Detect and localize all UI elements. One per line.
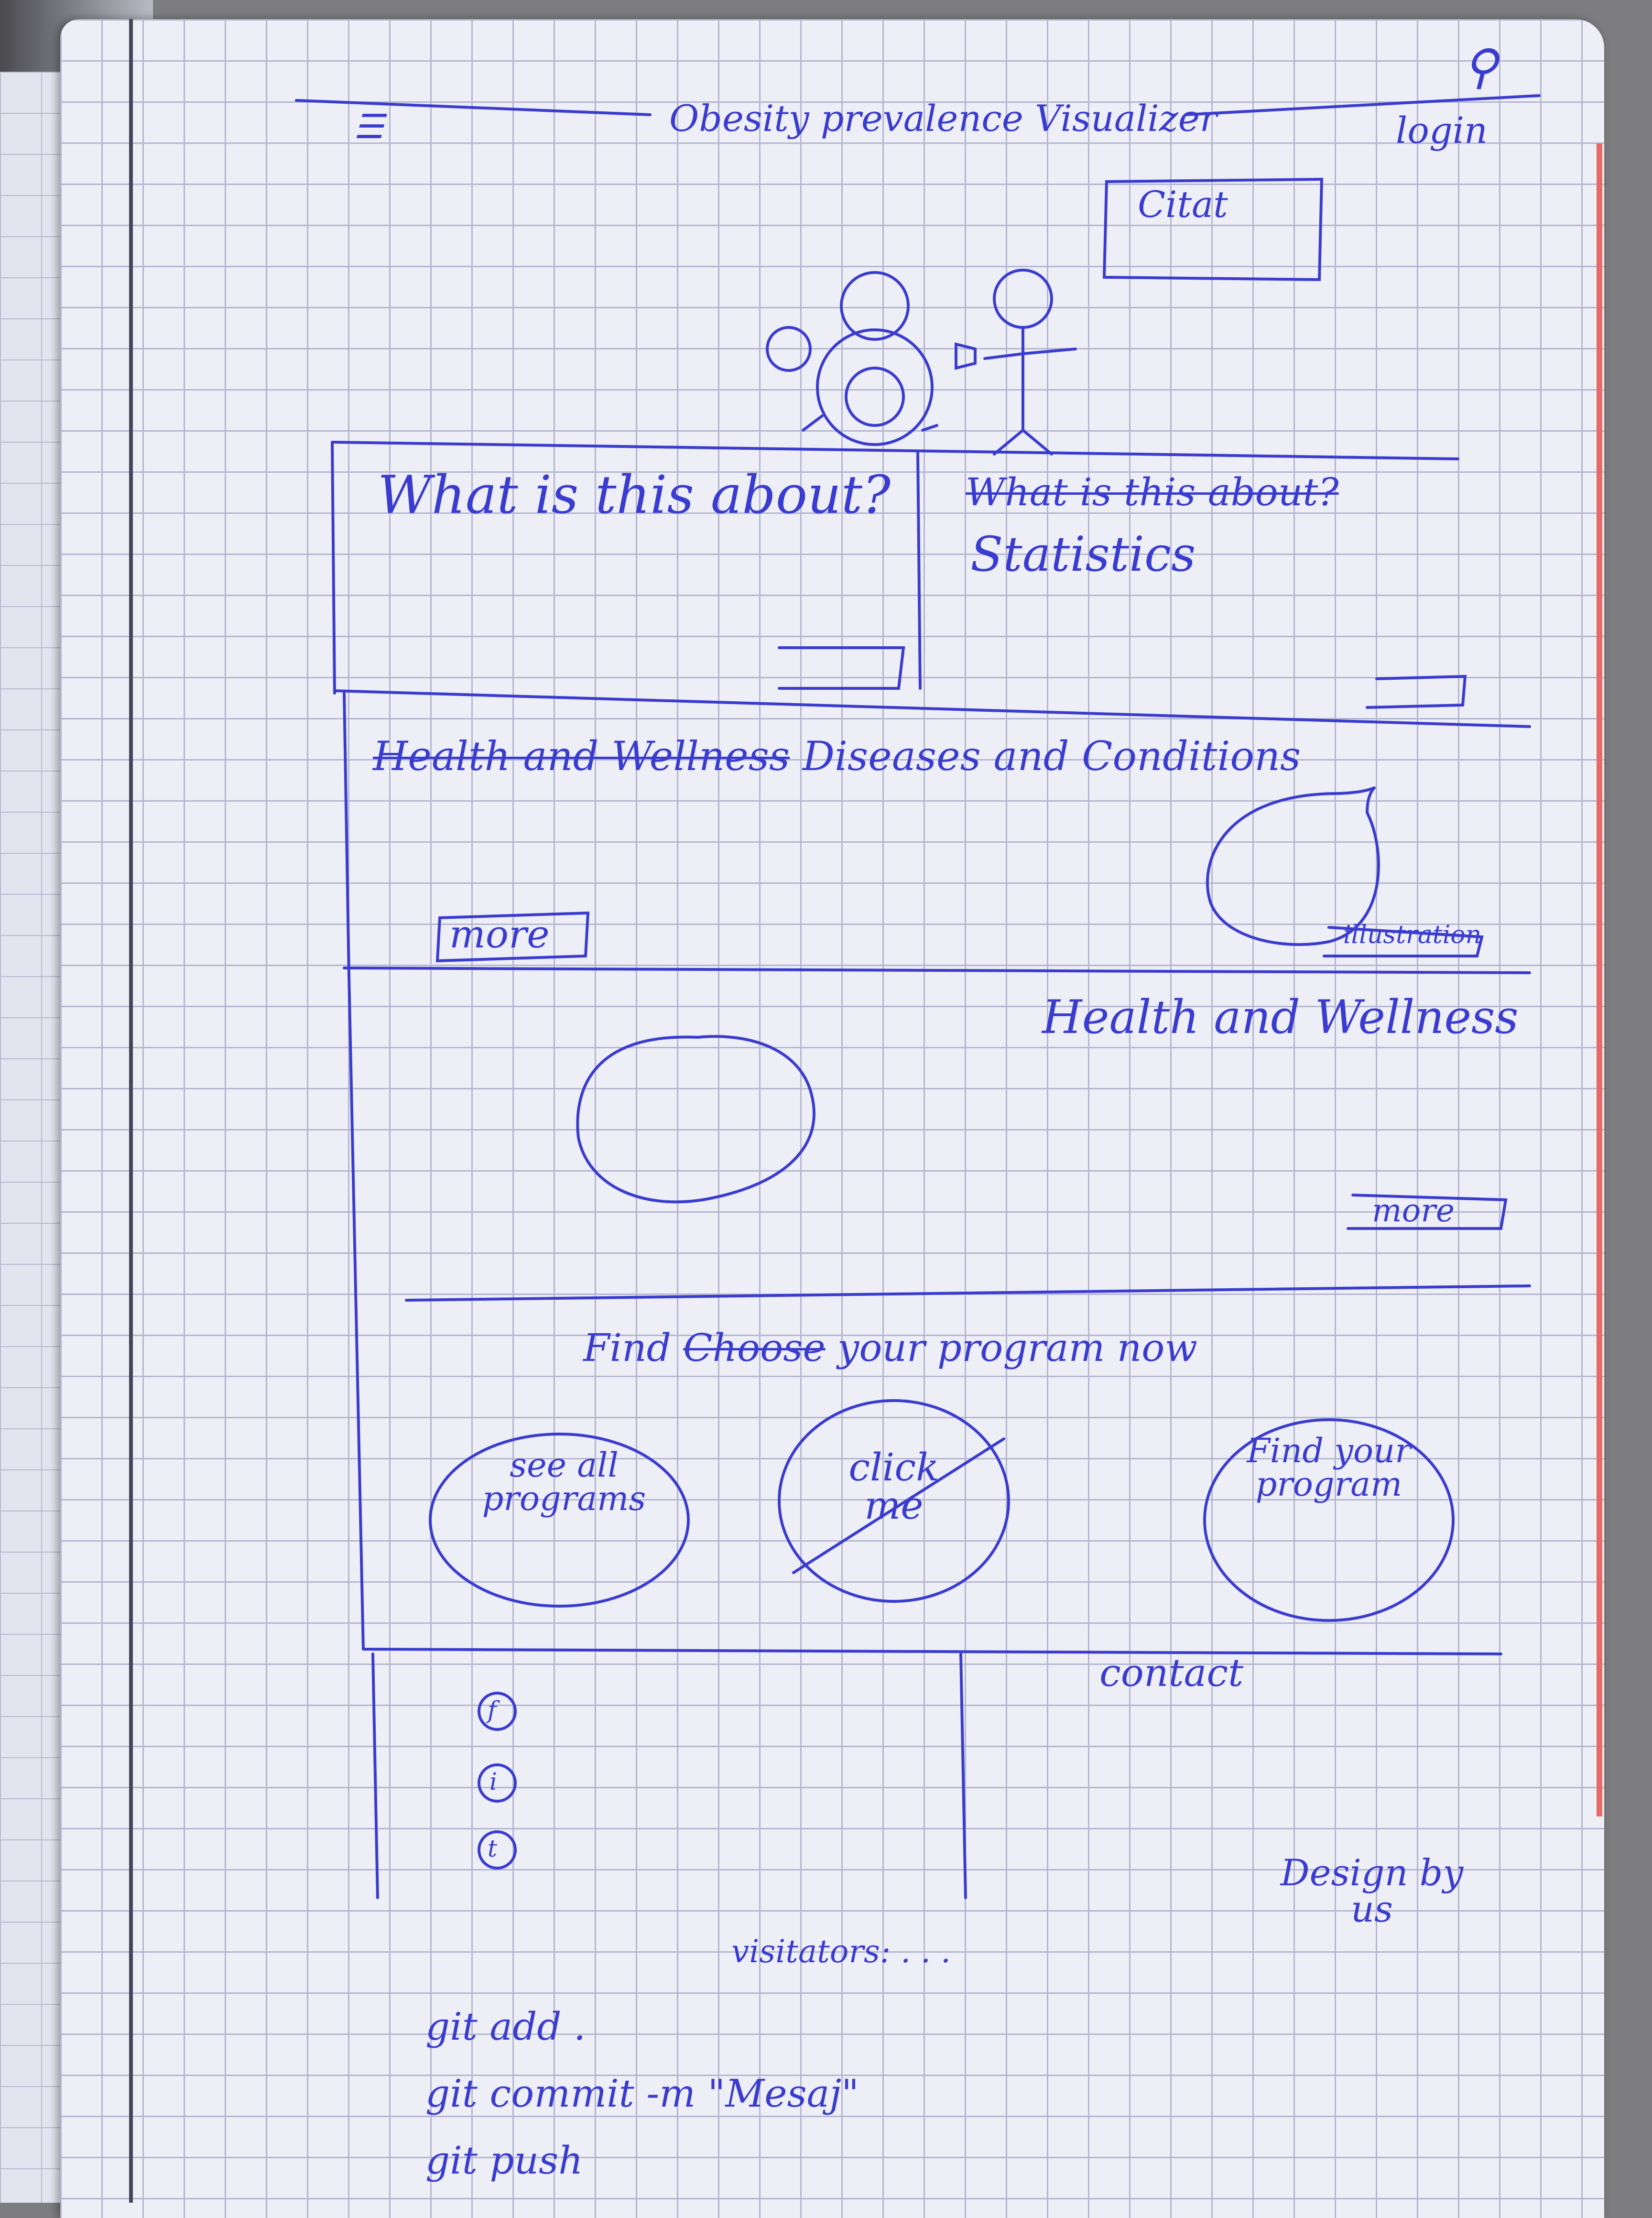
statistics-more-button[interactable] [1367, 676, 1465, 707]
note-line: git push [425, 2138, 583, 2183]
statistics-title: Statistics [970, 526, 1196, 582]
twitter-icon[interactable]: t [488, 1835, 498, 1862]
quote-label: Citat [1138, 183, 1228, 226]
notebook-page [60, 19, 1604, 2218]
wellness-title: Health and Wellness [1042, 990, 1519, 1044]
visitors-counter: visitators: . . . [731, 1933, 951, 1970]
app-title: Obesity prevalence Visualizer [669, 97, 1217, 140]
design-credit: Design by us [1280, 1851, 1464, 1930]
click-me-button[interactable]: click me [848, 1445, 939, 1528]
instagram-icon[interactable]: i [489, 1768, 497, 1795]
contact-link[interactable]: contact [1099, 1651, 1244, 1695]
conditions-title: Diseases and Conditions [802, 733, 1301, 780]
programs-heading: Find Choose your program now [583, 1326, 1197, 1370]
page-margin-line [129, 19, 133, 2203]
find-your-program-button[interactable]: Find your program [1247, 1431, 1411, 1504]
conditions-struck-title: Health and Wellness [373, 733, 790, 780]
menu-icon[interactable]: ☰ [354, 107, 384, 146]
about-more-button[interactable] [779, 648, 903, 688]
about-title: What is this about? [378, 464, 891, 525]
page-red-edge [1597, 143, 1602, 1816]
see-all-programs-button[interactable]: see all programs [482, 1446, 646, 1518]
search-icon[interactable]: ⚲ [1463, 39, 1498, 95]
login-link[interactable]: login [1396, 109, 1488, 152]
about-struck-title: What is this about? [966, 470, 1339, 514]
conditions-more-button[interactable]: more [449, 912, 550, 957]
conditions-circle-label: illustration [1343, 921, 1482, 949]
wellness-more-button[interactable]: more [1372, 1192, 1455, 1229]
note-line: git add . [425, 2004, 586, 2049]
note-line: git commit -m "Mesaj" [425, 2071, 859, 2116]
facebook-icon[interactable]: f [488, 1696, 497, 1724]
